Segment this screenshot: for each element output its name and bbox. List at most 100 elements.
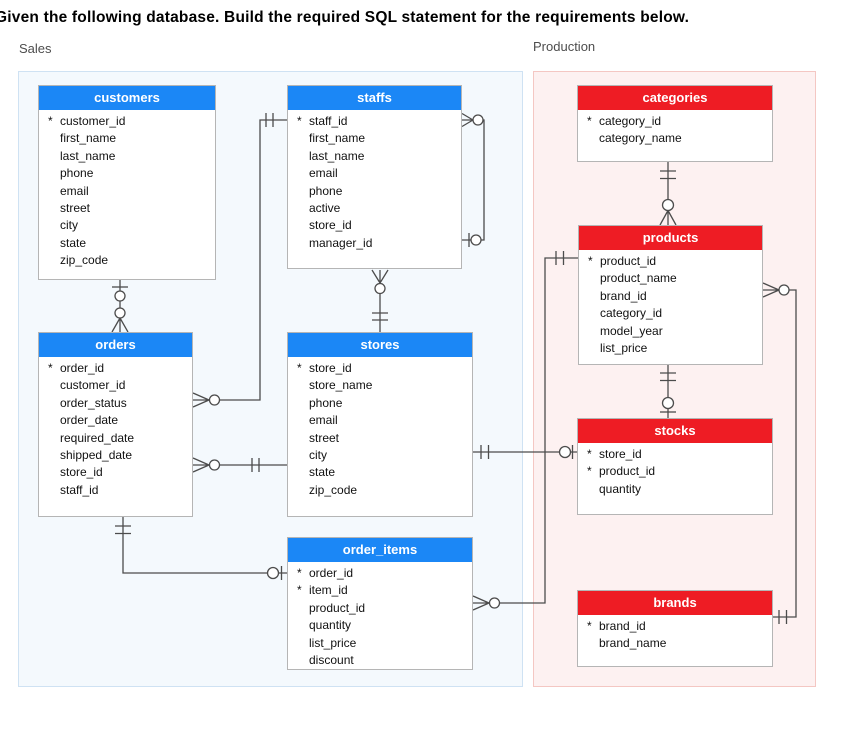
field-city: city (60, 218, 78, 233)
crowfoot-products-right (762, 282, 780, 298)
field-store_id: store_id (309, 218, 352, 233)
card-circle (472, 114, 484, 126)
rel-orders-staffs (219, 119, 287, 401)
field-brand_id: *brand_id (587, 619, 646, 633)
crowfoot-orderitems-right (472, 595, 490, 611)
card-circle (778, 284, 790, 296)
field-quantity: quantity (309, 618, 352, 633)
field-email: email (309, 166, 338, 181)
crowfoot-products-top (659, 210, 677, 226)
field-active: active (309, 200, 341, 215)
rel-staffs-self (462, 119, 485, 241)
card-circle (114, 290, 126, 302)
table-header-stores: stores (288, 333, 472, 357)
field-last_name: last_name (60, 148, 116, 163)
table-header-order-items: order_items (288, 538, 472, 562)
card-bar (265, 113, 274, 127)
card-bar (115, 525, 131, 535)
field-product_id: *product_id (587, 464, 656, 479)
field-staff_id: staff_id (60, 482, 99, 497)
field-last_name: last_name (309, 148, 365, 163)
card-circle (208, 459, 221, 471)
field-category_name: category_name (599, 131, 682, 146)
field-required_date: required_date (60, 430, 135, 445)
crowfoot-staffs-bottom (371, 269, 389, 284)
field-first_name: first_name (60, 131, 117, 146)
crowfoot-orders-right-1 (192, 392, 210, 408)
card-bar (660, 372, 676, 382)
field-staff_id: *staff_id (297, 114, 348, 128)
card-circle (488, 597, 501, 609)
card-circle (266, 566, 280, 580)
production-schema-region (533, 71, 816, 687)
field-quantity: quantity (599, 481, 642, 496)
table-customers: customers *customer_id first_name last_name… (38, 85, 216, 280)
field-state: state (309, 465, 336, 480)
crowfoot-orders-top (111, 317, 129, 333)
card-bar (480, 445, 490, 459)
sales-region-label: Sales (19, 41, 52, 56)
card-circle (661, 198, 675, 212)
table-header-products: products (579, 226, 762, 250)
field-product_id: product_id (309, 600, 366, 615)
field-list_price: list_price (309, 635, 357, 650)
field-brand_name: brand_name (599, 636, 667, 651)
rel-orderitems-products (499, 257, 578, 604)
field-zip_code: zip_code (309, 482, 358, 497)
field-phone: phone (60, 166, 94, 181)
field-customer_id: *customer_id (48, 114, 126, 128)
page-title: Given the following database. Build the … (0, 9, 690, 26)
field-shipped_date: shipped_date (60, 447, 133, 462)
field-city: city (309, 447, 327, 462)
field-first_name: first_name (309, 131, 366, 146)
field-zip_code: zip_code (60, 253, 109, 268)
field-order_id: *order_id (297, 566, 354, 580)
field-email: email (309, 413, 338, 428)
card-bar (251, 458, 260, 472)
card-circle (558, 445, 572, 459)
table-header-orders: orders (39, 333, 192, 357)
card-circle (661, 396, 675, 410)
field-store_name: store_name (309, 378, 373, 393)
field-phone: phone (309, 395, 343, 410)
crowfoot-orders-right-2 (192, 457, 210, 473)
table-header-customers: customers (39, 86, 215, 110)
field-order_date: order_date (60, 413, 119, 428)
card-circle (208, 394, 221, 406)
card-bar (372, 312, 388, 321)
field-brand_id: brand_id (600, 288, 647, 303)
card-circle (470, 234, 482, 246)
card-bar (778, 610, 788, 624)
card-circle (374, 282, 386, 295)
field-model_year: model_year (600, 323, 663, 338)
field-manager_id: manager_id (309, 235, 373, 250)
field-store_id: *store_id (297, 361, 352, 375)
field-product_name: product_name (600, 271, 677, 286)
field-list_price: list_price (600, 340, 648, 355)
field-category_id: category_id (600, 306, 663, 321)
field-street: street (60, 200, 91, 215)
crowfoot-staffs-right (461, 112, 474, 128)
production-region-label: Production (533, 39, 596, 54)
card-bar (660, 170, 676, 180)
field-order_id: *order_id (48, 361, 105, 375)
field-street: street (309, 430, 340, 445)
field-store_id: *store_id (587, 447, 642, 461)
rel-orders-orderitems (122, 517, 287, 574)
field-customer_id: customer_id (60, 378, 126, 393)
table-header-categories: categories (578, 86, 772, 110)
field-phone: phone (309, 183, 343, 198)
table-header-staffs: staffs (288, 86, 461, 110)
field-store_id: store_id (60, 465, 103, 480)
card-circle (114, 307, 126, 319)
